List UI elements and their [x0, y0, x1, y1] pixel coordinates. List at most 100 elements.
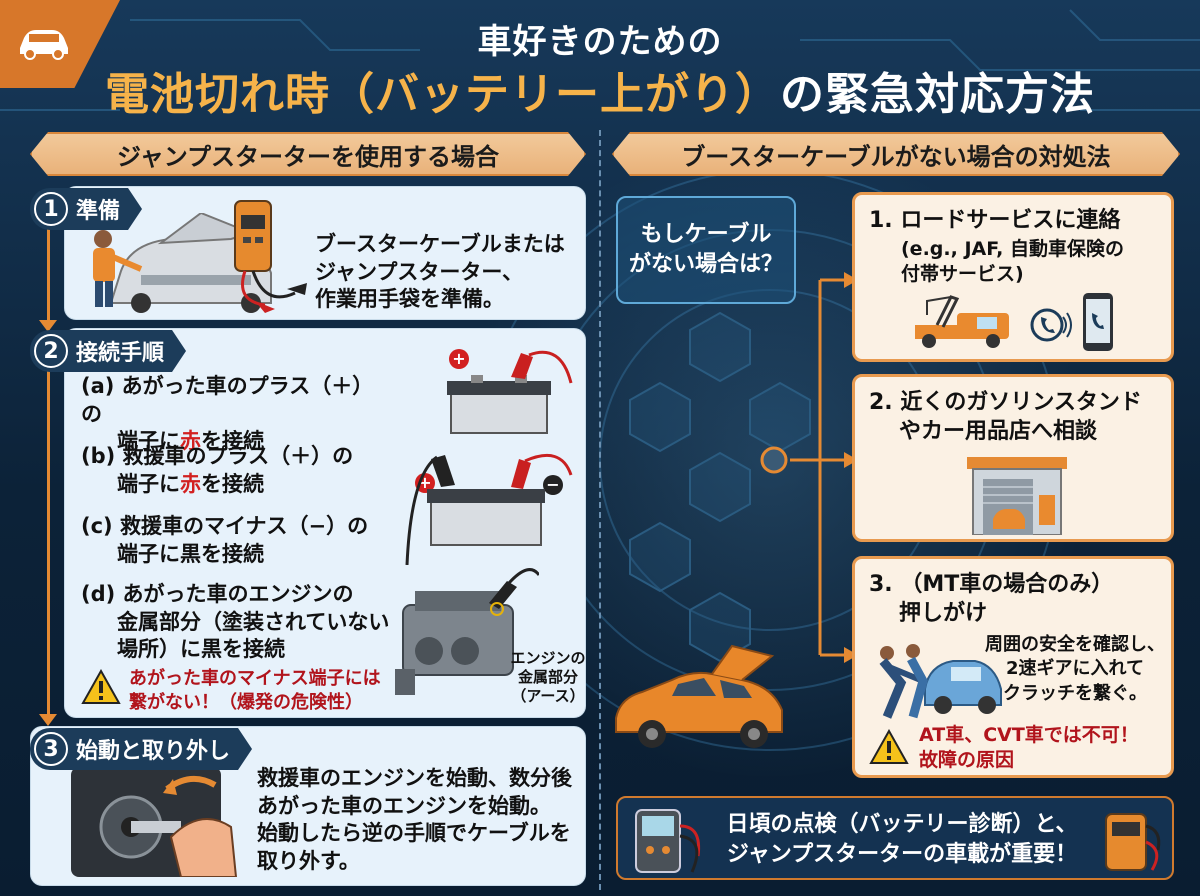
- step3-text-line: あがった車のエンジンを始動。: [257, 793, 551, 818]
- step1-card: ブースターケーブルまたは ジャンプスターター、 作業用手袋を準備。: [64, 186, 586, 320]
- engine-icon: [395, 568, 539, 695]
- title-rest: の緊急対応方法: [780, 69, 1095, 120]
- step2-warning-line: 繋がない！（爆発の危険性）: [129, 691, 363, 713]
- section-divider: [599, 130, 601, 890]
- step1-label: 準備: [76, 199, 121, 224]
- key-ignition-icon: [71, 767, 238, 877]
- mechanic-icon: [93, 213, 272, 313]
- step3-text-line: 始動したら逆の手順でケーブルを: [257, 821, 571, 846]
- question-line: がない場合は？: [628, 252, 783, 277]
- engine-label-line: 金属部分: [517, 667, 578, 686]
- option3-card: 3. （MT車の場合のみ） 押しがけ 周囲の安全を確認し、 2速ギアに入れて ク…: [852, 556, 1174, 778]
- right-section-banner: ブースターケーブルがない場合の対処法: [612, 132, 1180, 176]
- step2-warning-line: あがった車のマイナス端子には: [129, 668, 381, 689]
- battery-icon: + −: [405, 453, 573, 565]
- jump-starter-icon: [1105, 813, 1161, 871]
- svg-text:+: +: [452, 349, 465, 368]
- step2-b-pre: 端子に: [117, 471, 180, 496]
- gas-station-icon: [967, 457, 1067, 535]
- jump-starter-icon: [234, 200, 307, 313]
- option3-warning-line: AT車、CVT車では不可！: [919, 724, 1139, 746]
- warning-icon: [869, 729, 909, 764]
- step2-a-line1: (a) あがった車のプラス（＋）の: [81, 374, 374, 426]
- step2-b: (b) 救援車のプラス（＋）の 端子に赤を接続: [81, 443, 381, 498]
- step2-d: (d) あがった車のエンジンの 金属部分（塗装されていない 場所）に黒を接続: [81, 581, 391, 664]
- svg-text:−: −: [546, 475, 559, 494]
- bottom-tip-text: 日頃の点検（バッテリー診断）と、 ジャンプスターターの車載が重要！: [722, 810, 1082, 869]
- step2-card: (a) あがった車のプラス（＋）の 端子に赤を接続 (b) 救援車のプラス（＋）…: [64, 328, 586, 718]
- push-car-icon: [879, 644, 1002, 719]
- step2-c-line1: (c) 救援車のマイナス（−）の: [81, 514, 369, 538]
- flow-arrow: [39, 714, 57, 726]
- smartphone-icon: [1083, 293, 1113, 351]
- step1-text-line: 作業用手袋を準備。: [315, 287, 504, 312]
- step2-number: 2: [34, 334, 68, 368]
- car-logo-icon: [20, 30, 68, 60]
- page-subtitle: 車好きのための: [477, 22, 723, 62]
- option3-detail-line: 2速ギアに入れて: [1006, 658, 1144, 680]
- option3-detail: 周囲の安全を確認し、 2速ギアに入れて クラッチを繋ぐ。: [979, 633, 1171, 706]
- step2-a-post: を接続: [201, 429, 264, 454]
- phone-icon: [1030, 308, 1072, 342]
- step1-badge: 1 準備: [30, 188, 142, 230]
- tow-truck-icon: [915, 295, 1009, 348]
- step2-warning: あがった車のマイナス端子には 繋がない！（爆発の危険性）: [129, 667, 389, 715]
- step3-label: 始動と取り外し: [76, 739, 231, 764]
- engine-label-line: （アース）: [511, 686, 585, 705]
- flow-arrow: [39, 320, 57, 332]
- option1-detail: (e.g., JAF, 自動車保険の 付帯サービス): [901, 237, 1171, 286]
- step2-d-line1: (d) あがった車のエンジンの: [81, 582, 354, 606]
- step2-label: 接続手順: [76, 341, 165, 366]
- warning-icon: [81, 669, 121, 704]
- bottom-tip-line: ジャンプスターターの車載が重要！: [726, 841, 1078, 867]
- option2-line: 2. 近くのガソリンスタンド: [869, 390, 1142, 415]
- question-line: もしケーブル: [640, 222, 772, 248]
- engine-label-line: エンジンの: [510, 649, 586, 667]
- step2-b-line2: 端子に赤を接続: [81, 471, 381, 499]
- option3-detail-line: クラッチを繋ぐ。: [1003, 682, 1147, 704]
- step2-badge: 2 接続手順: [30, 330, 186, 372]
- option3-warning-line: 故障の原因: [919, 749, 1015, 772]
- left-section-banner: ジャンプスターターを使用する場合: [30, 132, 586, 176]
- step2-a-pre: 端子に: [117, 429, 180, 454]
- step1-text-line: ブースターケーブルまたは: [315, 232, 565, 256]
- orange-car-icon: [615, 644, 783, 748]
- option1-card: 1. ロードサービスに連絡 (e.g., JAF, 自動車保険の 付帯サービス): [852, 192, 1174, 362]
- option2-title: 2. 近くのガソリンスタンド やカー用品店へ相談: [869, 389, 1169, 446]
- option2-line: やカー用品店へ相談: [899, 418, 1098, 444]
- step2-b-post: を接続: [201, 471, 264, 496]
- bottom-tip-box: 日頃の点検（バッテリー診断）と、 ジャンプスターターの車載が重要！: [616, 796, 1174, 880]
- step2-c: (c) 救援車のマイナス（−）の 端子に黒を接続: [81, 513, 381, 568]
- branch-connector: [760, 272, 858, 663]
- bottom-tip-line: 日頃の点検（バッテリー診断）と、: [726, 812, 1078, 837]
- flow-line: [47, 224, 50, 322]
- step3-number: 3: [34, 732, 68, 766]
- step2-d-line3: 場所）に黒を接続: [117, 637, 285, 662]
- step3-text: 救援車のエンジンを始動、数分後 あがった車のエンジンを始動。 始動したら逆の手順…: [257, 765, 587, 876]
- engine-label: エンジンの 金属部分 （アース）: [503, 649, 593, 705]
- step2-a: (a) あがった車のプラス（＋）の 端子に赤を接続: [81, 373, 381, 456]
- option1-title: 1. ロードサービスに連絡: [869, 208, 1121, 233]
- option1-detail-line: 付帯サービス): [901, 262, 1024, 285]
- battery-tester-icon: [635, 809, 701, 873]
- page-title: 電池切れ時（バッテリー上がり）の緊急対応方法: [0, 58, 1200, 122]
- option2-card: 2. 近くのガソリンスタンド やカー用品店へ相談: [852, 374, 1174, 542]
- option1-detail-line: (e.g., JAF, 自動車保険の: [901, 238, 1124, 260]
- title-highlight: 電池切れ時（バッテリー上がり）: [105, 69, 780, 120]
- question-box: もしケーブル がない場合は？: [616, 196, 796, 304]
- step3-badge: 3 始動と取り外し: [30, 728, 252, 770]
- step2-c-line2: 端子に黒を接続: [117, 541, 264, 566]
- option3-warning: AT車、CVT車では不可！ 故障の原因: [919, 723, 1169, 773]
- option3-line: 押しがけ: [899, 600, 988, 626]
- option3-line: 3. （MT車の場合のみ）: [869, 572, 1114, 597]
- battery-icon: +: [447, 349, 573, 434]
- option3-title: 3. （MT車の場合のみ） 押しがけ: [869, 571, 1169, 628]
- step2-a-red: 赤: [180, 429, 201, 454]
- option3-detail-line: 周囲の安全を確認し、: [985, 634, 1165, 655]
- step2-d-line2: 金属部分（塗装されていない: [117, 609, 390, 634]
- step2-b-line1: (b) 救援車のプラス（＋）の: [81, 444, 354, 468]
- step2-a-line2: 端子に赤を接続: [81, 428, 381, 456]
- step2-b-red: 赤: [180, 471, 201, 496]
- flow-line: [47, 364, 50, 716]
- step3-text-line: 取り外す。: [257, 849, 360, 874]
